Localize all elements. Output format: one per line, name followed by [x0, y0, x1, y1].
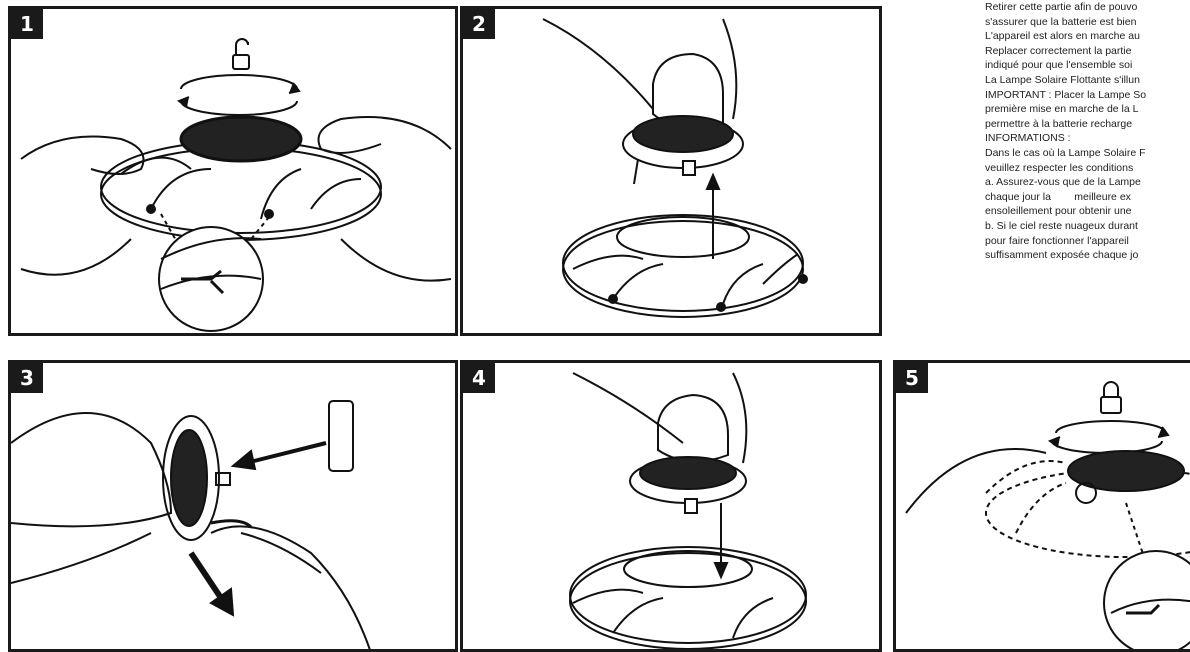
instruction-line: chaque jour la meilleure ex: [985, 190, 1190, 205]
step-4-illustration: [463, 363, 879, 652]
step-2-panel: 2: [460, 6, 882, 336]
instruction-line: IMPORTANT : Placer la Lampe So: [985, 88, 1190, 103]
instruction-line: veuillez respecter les conditions: [985, 161, 1190, 176]
instruction-line: Replacer correctement la partie: [985, 44, 1190, 59]
step-3-illustration: [11, 363, 455, 652]
instruction-line: Retirer cette partie afin de pouvo: [985, 0, 1190, 15]
step-5-illustration: [896, 363, 1190, 652]
instructions-text: Retirer cette partie afin de pouvo s'ass…: [985, 0, 1190, 330]
instruction-line: ensoleillement pour obtenir une: [985, 204, 1190, 219]
instruction-line: indiqué pour que l'ensemble soi: [985, 58, 1190, 73]
instruction-line: b. Si le ciel reste nuageux durant: [985, 219, 1190, 234]
step-1-panel: 1: [8, 6, 458, 336]
instruction-line: permettre à la batterie recharge: [985, 117, 1190, 132]
step-2-illustration: [463, 9, 879, 333]
instruction-line: s'assurer que la batterie est bien: [985, 15, 1190, 30]
instruction-line: suffisamment exposée chaque jo: [985, 248, 1190, 263]
instruction-line: L'appareil est alors en marche au: [985, 29, 1190, 44]
step-5-panel: 5: [893, 360, 1190, 652]
step-1-illustration: [11, 9, 455, 333]
lock-icon: [1101, 382, 1121, 413]
instruction-line: a. Assurez-vous que de la Lampe: [985, 175, 1190, 190]
unlock-icon: [233, 39, 249, 69]
step-3-panel: 3: [8, 360, 458, 652]
instruction-line: Dans le cas où la Lampe Solaire F: [985, 146, 1190, 161]
instruction-line: La Lampe Solaire Flottante s'illun: [985, 73, 1190, 88]
step-4-panel: 4: [460, 360, 882, 652]
instruction-line: INFORMATIONS :: [985, 131, 1190, 146]
instruction-line: pour faire fonctionner l'appareil: [985, 234, 1190, 249]
instruction-line: première mise en marche de la L: [985, 102, 1190, 117]
